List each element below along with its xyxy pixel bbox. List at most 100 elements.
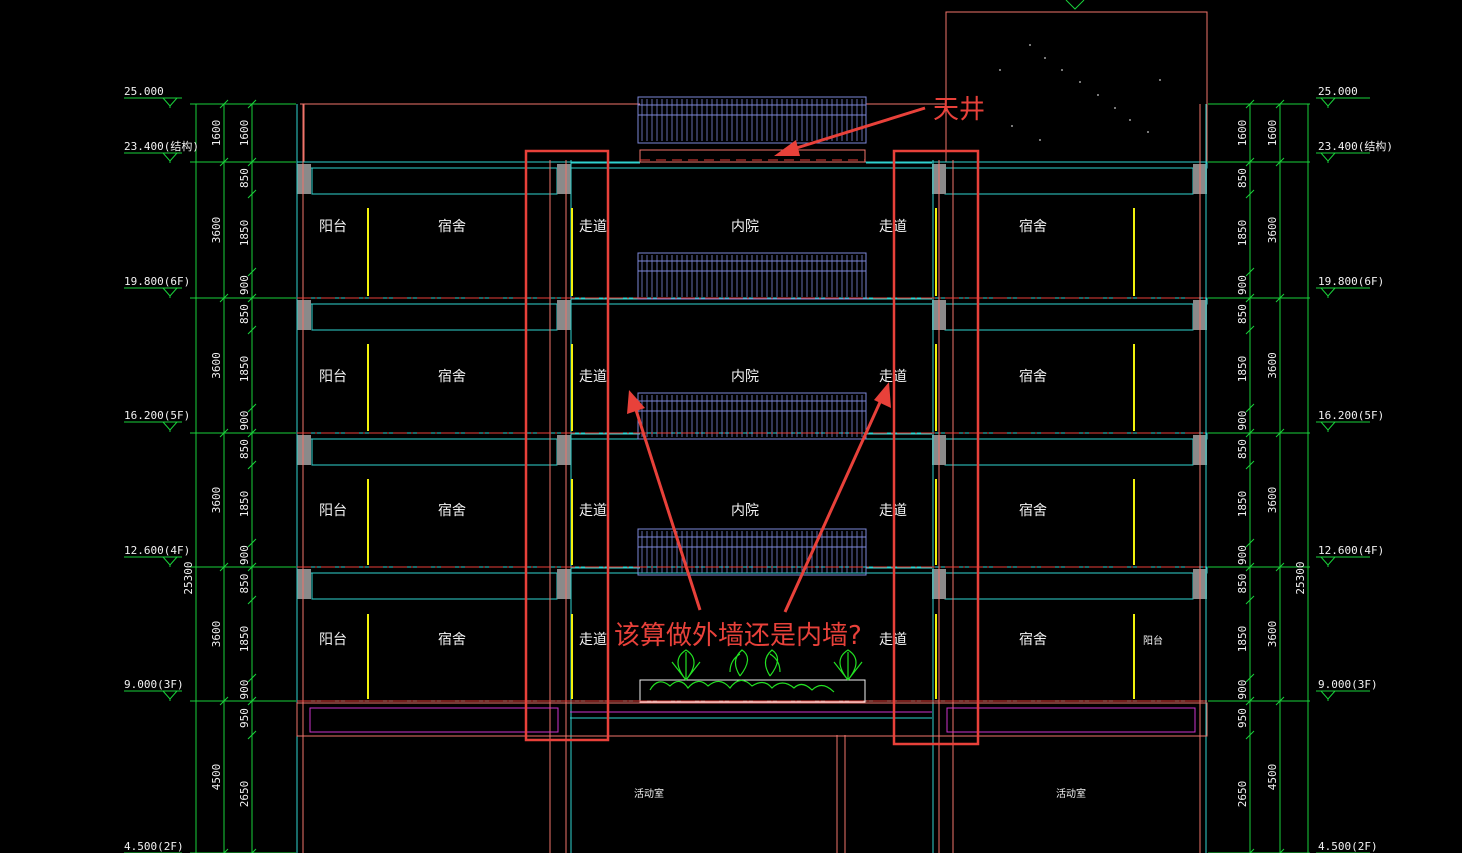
room-labels: 阳台宿舍走道走道宿舍内院阳台宿舍走道走道宿舍内院阳台宿舍走道走道宿舍内院阳台宿舍… bbox=[319, 218, 1163, 800]
dim-main-left-tick bbox=[219, 696, 229, 706]
dim-sub-right-label: 900 bbox=[1236, 680, 1249, 700]
dim-total-right: 25300 bbox=[1294, 561, 1307, 594]
elevation-label: 9.000(3F) bbox=[1318, 678, 1378, 691]
skylight bbox=[639, 149, 866, 163]
elevation-marker: 16.200(5F) bbox=[1316, 409, 1384, 432]
dim-sub-left-tick bbox=[247, 730, 257, 740]
dim-sub-right-label: 850 bbox=[1236, 304, 1249, 324]
dim-sub-right-tick bbox=[1245, 460, 1255, 470]
dim-main-right-tick bbox=[1279, 848, 1285, 853]
dim-main-left-label: 3600 bbox=[210, 352, 223, 379]
dim-sub-right-tick bbox=[1245, 696, 1255, 706]
dim-sub-right-label: 1850 bbox=[1236, 356, 1249, 383]
room-label-balcony: 阳台 bbox=[319, 632, 347, 648]
elevation-marker: 25.000 bbox=[124, 85, 182, 108]
dim-main-right-tick bbox=[1275, 157, 1285, 167]
dim-sub-right-tick bbox=[1245, 267, 1255, 277]
skylight-annotation: 天井 bbox=[933, 95, 985, 125]
arrow-head-skylight bbox=[774, 140, 800, 156]
dim-sub-left-tick bbox=[247, 157, 257, 167]
room-label-balcony: 阳台 bbox=[1143, 634, 1163, 647]
elevation-label: 19.800(6F) bbox=[1318, 275, 1384, 288]
dim-sub-left-label: 900 bbox=[238, 680, 251, 700]
dim-sub-left-tick bbox=[247, 562, 257, 572]
dim-sub-left-tick bbox=[247, 325, 257, 335]
elevation-label: 12.600(4F) bbox=[1318, 544, 1384, 557]
dim-main-right-tick bbox=[1275, 696, 1285, 706]
dim-sub-right-tick bbox=[1245, 562, 1255, 572]
elevation-label: 9.000(3F) bbox=[124, 678, 184, 691]
dim-sub-left-tick bbox=[247, 403, 257, 413]
dim-sub-left-label: 1850 bbox=[238, 626, 251, 653]
dim-sub-left-label: 850 bbox=[238, 304, 251, 324]
room-label-dorm: 宿舍 bbox=[1019, 218, 1047, 235]
dim-sub-right-tick bbox=[1245, 189, 1255, 199]
highlight-boxes bbox=[524, 149, 980, 746]
elevation-label: 4.500(2F) bbox=[1318, 840, 1378, 853]
elevation-label: 16.200(5F) bbox=[124, 409, 190, 422]
dim-sub-right-label: 900 bbox=[1236, 411, 1249, 431]
elevation-label: 16.200(5F) bbox=[1318, 409, 1384, 422]
dim-main-left-label: 3600 bbox=[210, 217, 223, 244]
dim-sub-right-tick bbox=[1245, 325, 1255, 335]
room-label-dorm: 宿舍 bbox=[1019, 631, 1047, 648]
elevation-marker: 9.000(3F) bbox=[1316, 678, 1378, 701]
room-label-dorm: 宿舍 bbox=[438, 502, 466, 519]
room-label-dorm: 宿舍 bbox=[438, 368, 466, 385]
railing bbox=[637, 528, 867, 576]
dim-main-right-label: 3600 bbox=[1266, 621, 1279, 648]
dim-sub-right-tick bbox=[1245, 403, 1255, 413]
elevation-label: 23.400(结构) bbox=[1318, 139, 1393, 153]
room-label-dorm: 宿舍 bbox=[1019, 502, 1047, 519]
dim-sub-right-label: 950 bbox=[1236, 708, 1249, 728]
elevation-marker: 19.800(6F) bbox=[1316, 275, 1384, 298]
dim-sub-right-label: 850 bbox=[1236, 439, 1249, 459]
railing bbox=[637, 96, 867, 144]
dim-main-right-label: 3600 bbox=[1266, 352, 1279, 379]
dim-sub-left-label: 900 bbox=[238, 275, 251, 295]
dim-sub-left-label: 900 bbox=[238, 411, 251, 431]
elevation-label: 25.000 bbox=[1318, 85, 1358, 98]
elevation-label: 25.000 bbox=[124, 85, 164, 98]
elevation-marker: 12.600(4F) bbox=[124, 544, 190, 567]
dim-sub-right-label: 900 bbox=[1236, 275, 1249, 295]
elevation-label: 23.400(结构) bbox=[124, 139, 199, 153]
dim-sub-left-label: 1850 bbox=[238, 356, 251, 383]
dim-sub-right-tick bbox=[1245, 428, 1255, 438]
dim-sub-left-label: 850 bbox=[238, 168, 251, 188]
dim-sub-left-tick bbox=[251, 848, 257, 853]
dim-sub-left-tick bbox=[247, 538, 257, 548]
room-label-activity: 活动室 bbox=[1056, 787, 1086, 800]
dim-sub-left-label: 1600 bbox=[238, 120, 251, 147]
room-label-dorm: 宿舍 bbox=[438, 218, 466, 235]
dim-main-right-label: 3600 bbox=[1266, 487, 1279, 514]
dim-sub-left-tick bbox=[247, 99, 257, 109]
dim-sub-right-label: 1850 bbox=[1236, 491, 1249, 518]
room-label-activity: 活动室 bbox=[634, 787, 664, 800]
dim-sub-left-label: 2650 bbox=[238, 781, 251, 808]
elevation-label: 19.800(6F) bbox=[124, 275, 190, 288]
room-label-corridor: 走道 bbox=[579, 219, 607, 235]
windows bbox=[367, 208, 1135, 699]
dim-sub-right-tick bbox=[1245, 157, 1255, 167]
dim-main-left-tick bbox=[219, 428, 229, 438]
room-label-corridor: 走道 bbox=[579, 369, 607, 385]
room-label-balcony: 阳台 bbox=[319, 219, 347, 235]
dim-sub-right-tick bbox=[1249, 848, 1255, 853]
dim-sub-right-tick bbox=[1245, 673, 1255, 683]
dimension-chains: 1600 850 1850 900 850 1850 900 850 1850 900 850 185… bbox=[182, 99, 1309, 853]
dim-sub-right-tick bbox=[1245, 99, 1255, 109]
highlight-box-left-corridor bbox=[524, 149, 610, 742]
dim-total-left: 25300 bbox=[182, 561, 195, 594]
dim-main-left-tick bbox=[219, 562, 229, 572]
dim-main-right-label: 1600 bbox=[1266, 120, 1279, 147]
railing bbox=[637, 252, 867, 300]
room-label-balcony: 阳台 bbox=[319, 369, 347, 385]
dim-main-left-label: 3600 bbox=[210, 487, 223, 514]
room-label-dorm: 宿舍 bbox=[1019, 368, 1047, 385]
dim-sub-left-tick bbox=[247, 696, 257, 706]
dim-sub-right-label: 1600 bbox=[1236, 120, 1249, 147]
dim-sub-right-label: 850 bbox=[1236, 168, 1249, 188]
